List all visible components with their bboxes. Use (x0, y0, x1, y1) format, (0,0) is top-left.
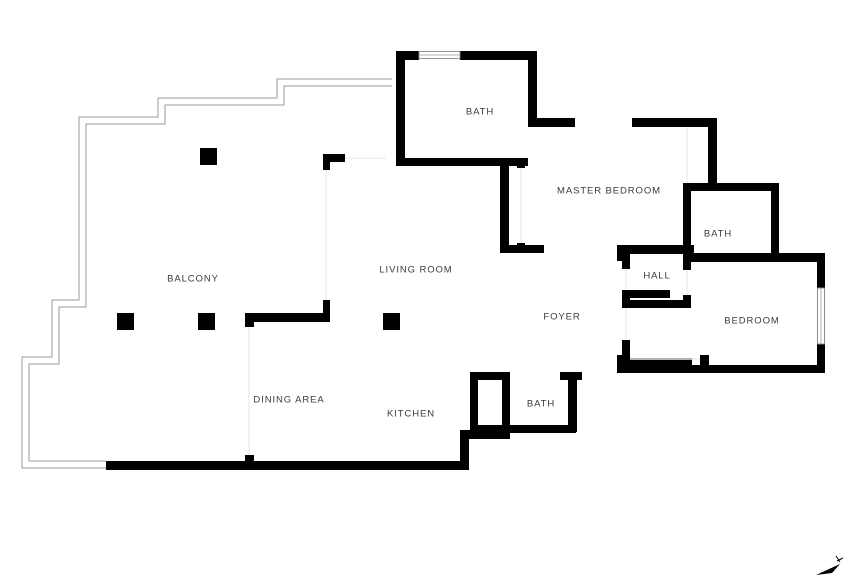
room-label-kitchen: KITCHEN (387, 409, 435, 420)
bath-master-walls (683, 183, 779, 261)
room-label-living-room: LIVING ROOM (379, 265, 452, 276)
room-label-foyer: FOYER (543, 312, 580, 323)
room-label-bedroom: BEDROOM (724, 316, 779, 327)
column-2 (117, 313, 134, 330)
structural-columns (117, 148, 400, 330)
room-label-bath-master: BATH (704, 229, 732, 240)
bath-top-walls (396, 51, 575, 166)
room-label-bath-top: BATH (466, 107, 494, 118)
room-label-dining-area: DINING AREA (253, 395, 324, 406)
column-1 (200, 148, 217, 165)
column-3 (198, 313, 215, 330)
exterior-wall-bottom (106, 372, 582, 470)
bedroom-walls (617, 253, 825, 373)
room-label-balcony: BALCONY (167, 274, 219, 285)
room-label-bath-kitchen: BATH (527, 399, 555, 410)
dining-kitchen-partition (245, 313, 330, 470)
north-arrow-icon (816, 555, 844, 575)
room-label-hall: HALL (643, 271, 670, 282)
living-room-left-partition (323, 154, 386, 314)
balcony-railing (21, 78, 392, 469)
column-4 (383, 313, 400, 330)
foyer-walls (617, 355, 700, 367)
room-label-master-bedroom: MASTER BEDROOM (557, 186, 661, 197)
hall-walls (622, 253, 691, 362)
